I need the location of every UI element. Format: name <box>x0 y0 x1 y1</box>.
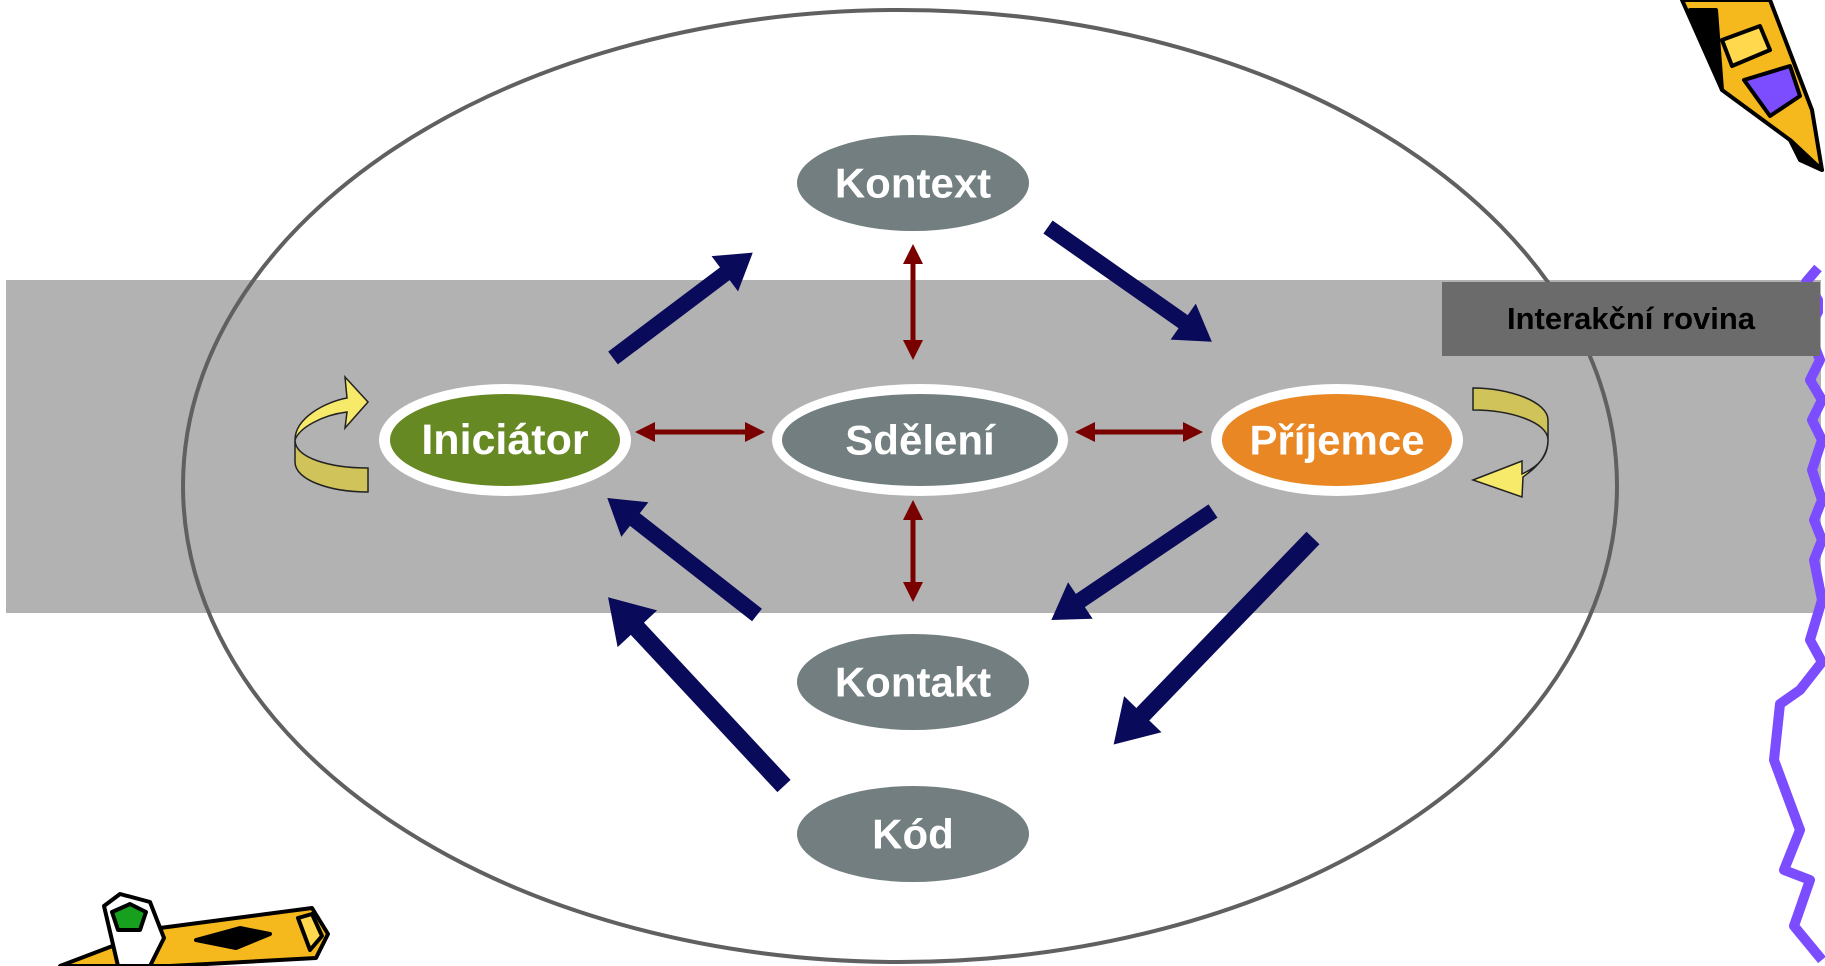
node-kontext-label: Kontext <box>835 160 991 207</box>
outer-context-ellipse <box>181 8 1619 964</box>
pen-clipart-icon <box>58 892 330 966</box>
node-sdeleni: Sdělení <box>772 384 1068 496</box>
arrow-prijemce-to-kontakt <box>1051 504 1218 621</box>
node-kontext: Kontext <box>797 135 1029 231</box>
node-kontakt-label: Kontakt <box>835 659 991 706</box>
node-sdeleni-label: Sdělení <box>845 417 996 464</box>
node-kod: Kód <box>797 786 1029 882</box>
loop-arrow-icon-right <box>1470 387 1549 499</box>
interaction-plane-label: Interakční rovina <box>1442 282 1820 356</box>
node-iniciator-label: Iniciátor <box>421 416 589 464</box>
node-prijemce: Příjemce <box>1211 384 1463 496</box>
node-iniciator: Iniciátor <box>379 384 631 496</box>
node-kod-label: Kód <box>872 811 954 858</box>
arrow-kod-to-iniciator <box>608 597 791 793</box>
arrow-iniciator-to-kontext <box>608 252 753 365</box>
pencil-clipart-icon <box>1680 0 1824 172</box>
node-prijemce-label: Příjemce <box>1249 417 1424 464</box>
node-kontakt: Kontakt <box>797 634 1029 730</box>
arrow-prijemce-to-kod <box>1113 531 1320 745</box>
arrow-kontext-to-prijemce <box>1043 220 1212 342</box>
arrow-kontakt-to-iniciator <box>607 498 762 622</box>
purple-doodle-decoration <box>1769 264 1825 964</box>
flow-arrows <box>607 220 1320 793</box>
link-arrows <box>635 244 1203 602</box>
loop-arrow-icon-left <box>294 374 370 493</box>
